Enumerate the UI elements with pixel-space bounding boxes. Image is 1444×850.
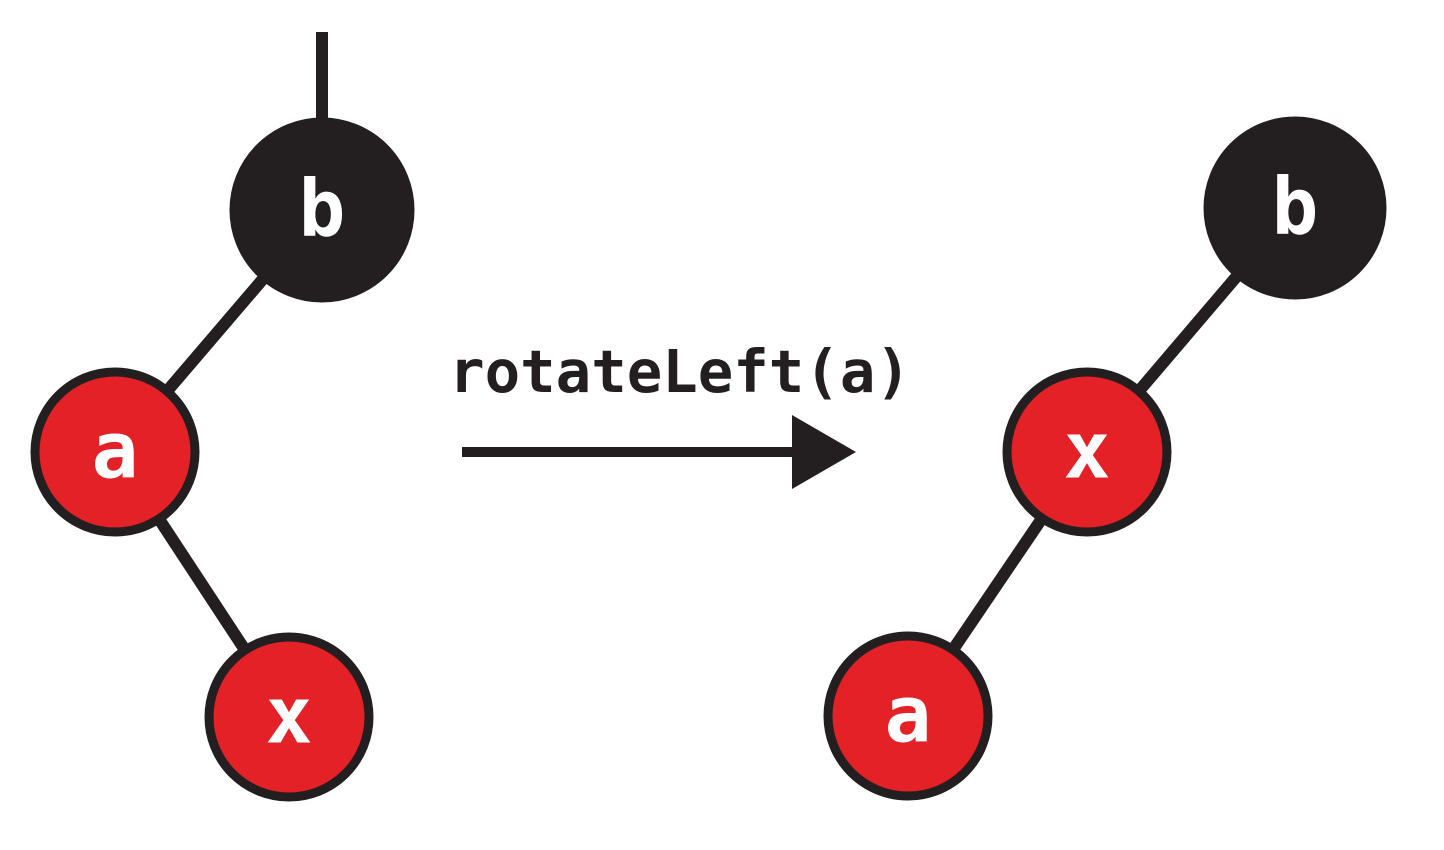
node-before-a (30, 367, 200, 537)
transform-annotation: rotateLeft(a) (449, 337, 911, 489)
tree-after: bxa (823, 116, 1387, 801)
node-after-a (823, 631, 993, 801)
tree-before: bax (30, 32, 415, 802)
transform-label: rotateLeft(a) (449, 337, 911, 406)
node-after-b (1203, 116, 1387, 300)
node-after-x (1002, 367, 1172, 537)
node-before-b (229, 117, 415, 303)
arrow-head-icon (792, 415, 856, 489)
node-before-x (204, 632, 374, 802)
